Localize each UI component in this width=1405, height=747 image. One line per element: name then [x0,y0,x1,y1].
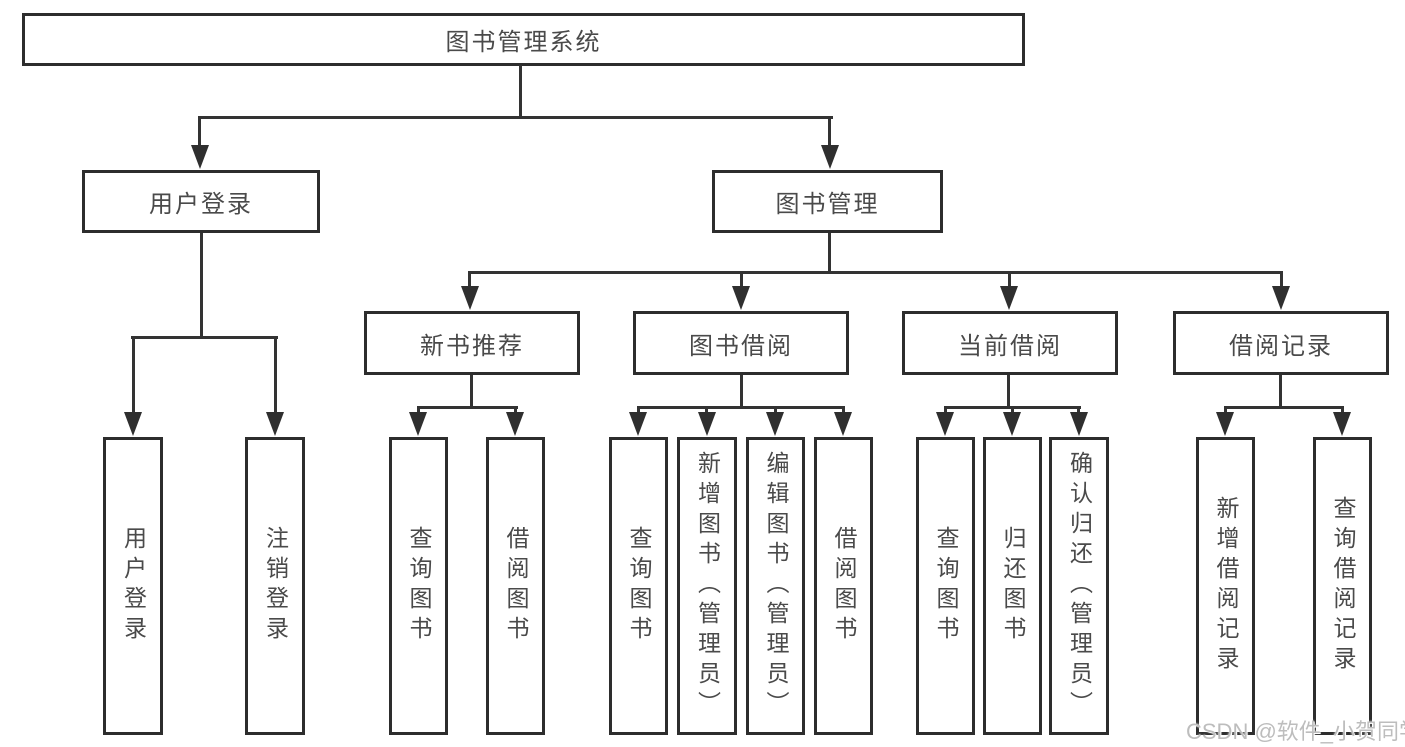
arrowhead-down-icon [461,286,479,310]
connector-borrowing-trunk [740,375,743,409]
arrowhead-down-icon [732,286,750,310]
connector-recommend-rail [417,406,518,409]
leaf-query-books-recommend: 查询图书 [389,437,448,735]
node-book-borrowing-label: 图书借阅 [689,332,793,360]
arrowhead-down-icon [1000,286,1018,310]
connector-drop-leaf [1224,406,1227,414]
node-book-management: 图书管理 [712,170,943,233]
leaf-query-borrow-record: 查询借阅记录 [1313,437,1372,735]
connector-drop-leaf [1341,406,1344,414]
leaf-add-borrow-record-label: 新增借阅记录 [1213,496,1239,676]
node-borrowing-records: 借阅记录 [1173,311,1389,375]
arrowhead-down-icon [124,412,142,436]
node-root-label: 图书管理系统 [445,29,602,56]
arrowhead-down-icon [834,412,852,436]
node-root: 图书管理系统 [22,13,1025,66]
leaf-query-books-borrowing-label: 查询图书 [626,526,652,646]
arrowhead-down-icon [1333,412,1351,436]
leaf-edit-book-admin-label: 编辑图书（管理员） [763,451,789,721]
connector-drop-leaf [944,406,947,414]
leaf-query-books-recommend-label: 查询图书 [406,526,432,646]
connector-drop-leaf [637,406,640,414]
leaf-user-login: 用户登录 [103,437,163,735]
arrowhead-down-icon [1003,412,1021,436]
connector-drop-level3 [1008,271,1011,288]
node-current-borrowing-label: 当前借阅 [958,332,1062,360]
arrowhead-down-icon [698,412,716,436]
arrowhead-down-icon [1070,412,1088,436]
leaf-add-borrow-record: 新增借阅记录 [1196,437,1255,735]
leaf-borrow-books-borrowing: 借阅图书 [814,437,873,735]
connector-user-login-trunk [200,233,203,338]
connector-book-mgmt-trunk [828,233,831,274]
node-new-book-recommend: 新书推荐 [364,311,580,375]
leaf-add-book-admin: 新增图书（管理员） [677,437,737,735]
arrowhead-down-icon [1216,412,1234,436]
watermark: CSDN @软件_小贺同学 [1186,719,1405,744]
leaf-query-borrow-record-label: 查询借阅记录 [1330,496,1356,676]
arrowhead-down-icon [506,412,524,436]
connector-drop-leaf [774,406,777,414]
arrowhead-down-icon [821,145,839,169]
connector-drop-leaf [274,336,277,414]
node-current-borrowing: 当前借阅 [902,311,1118,375]
arrowhead-down-icon [629,412,647,436]
connector-drop-leaf [514,406,517,414]
connector-user-login-rail [131,336,278,339]
leaf-return-books: 归还图书 [983,437,1042,735]
connector-recommend-trunk [470,375,473,409]
connector-drop-level3 [1280,271,1283,288]
connector-drop-leaf [705,406,708,414]
arrowhead-down-icon [936,412,954,436]
arrowhead-down-icon [766,412,784,436]
leaf-return-books-label: 归还图书 [1000,526,1026,646]
connector-drop-level3 [468,271,471,288]
node-user-login: 用户登录 [82,170,320,233]
connector-borrowing-rail [637,406,845,409]
leaf-add-book-admin-label: 新增图书（管理员） [694,451,721,721]
leaf-query-books-current: 查询图书 [916,437,975,735]
arrowhead-down-icon [191,145,209,169]
connector-drop-level3 [740,271,743,288]
connector-records-rail [1224,406,1344,409]
node-new-book-recommend-label: 新书推荐 [420,332,524,360]
connector-root-rail [198,116,833,119]
leaf-borrow-books-recommend-label: 借阅图书 [503,526,529,646]
arrowhead-down-icon [409,412,427,436]
node-borrowing-records-label: 借阅记录 [1229,332,1333,360]
node-book-management-label: 图书管理 [775,191,880,218]
leaf-confirm-return-admin-label: 确认归还（管理员） [1066,451,1093,721]
arrowhead-down-icon [266,412,284,436]
connector-drop-leaf [132,336,135,414]
arrowhead-down-icon [1272,286,1290,310]
leaf-logout-label: 注销登录 [262,526,289,646]
leaf-user-login-label: 用户登录 [120,526,147,646]
node-user-login-label: 用户登录 [149,191,253,218]
leaf-query-books-borrowing: 查询图书 [609,437,668,735]
leaf-confirm-return-admin: 确认归还（管理员） [1049,437,1109,735]
connector-drop-book-mgmt [828,116,831,147]
connector-drop-user-login [198,116,201,147]
node-book-borrowing: 图书借阅 [633,311,849,375]
connector-current-trunk [1007,375,1010,409]
connector-drop-leaf [1077,406,1080,414]
connector-drop-leaf [417,406,420,414]
connector-drop-leaf [1011,406,1014,414]
leaf-logout: 注销登录 [245,437,305,735]
connector-records-trunk [1279,375,1282,409]
connector-book-mgmt-rail [468,271,1283,274]
leaf-query-books-current-label: 查询图书 [933,526,959,646]
leaf-borrow-books-recommend: 借阅图书 [486,437,545,735]
leaf-edit-book-admin: 编辑图书（管理员） [746,437,805,735]
connector-root-trunk [519,65,522,118]
leaf-borrow-books-borrowing-label: 借阅图书 [831,526,857,646]
connector-drop-leaf [842,406,845,414]
